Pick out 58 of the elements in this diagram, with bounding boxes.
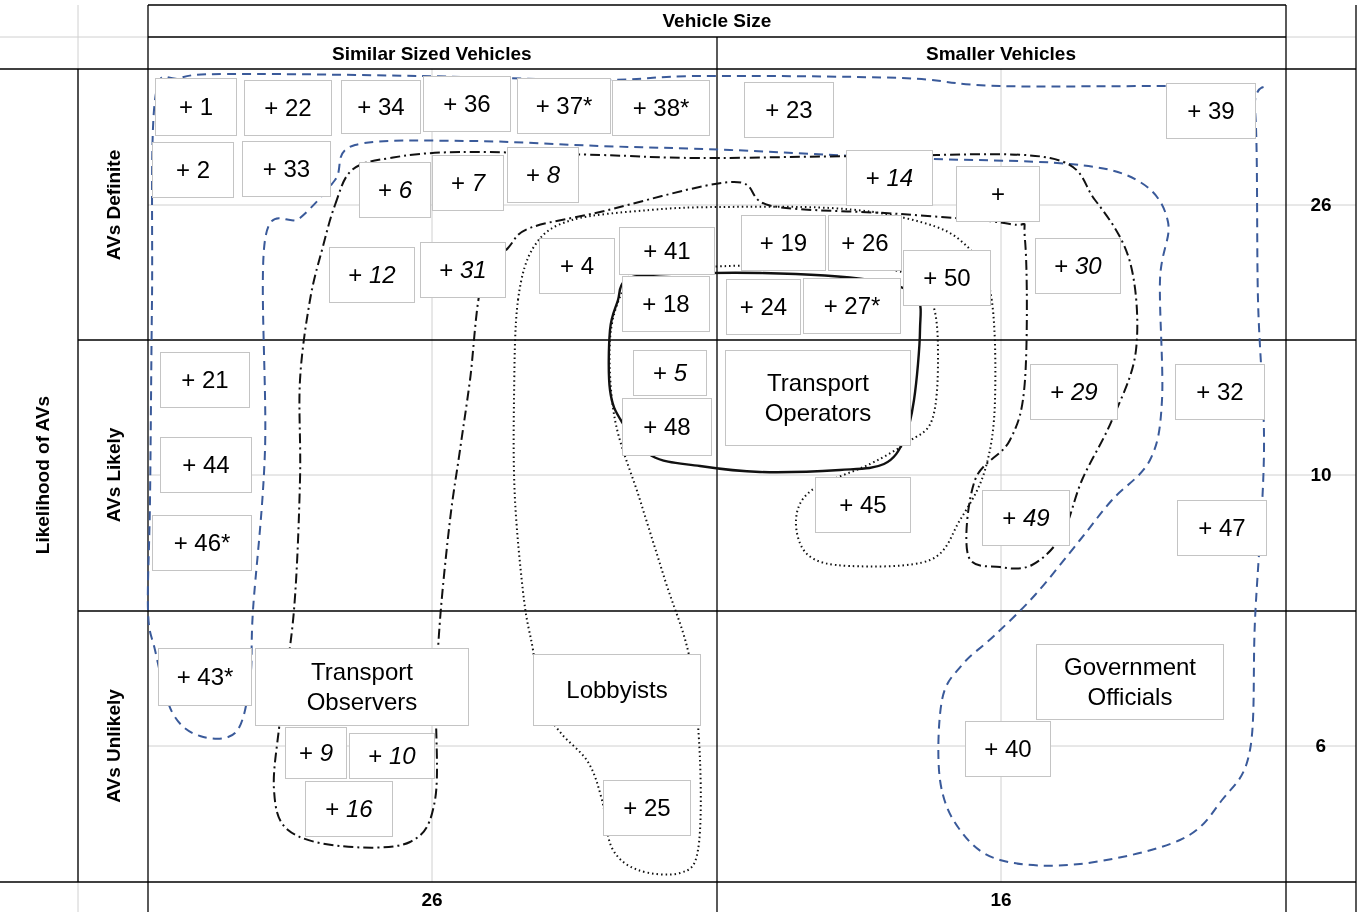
row-header: Likelihood of AVs bbox=[32, 395, 55, 555]
item-label: + 6 bbox=[359, 162, 431, 218]
item-label: + 36 bbox=[423, 76, 511, 132]
item-label: + 49 bbox=[982, 490, 1070, 546]
group-label: Lobbyists bbox=[533, 654, 701, 726]
column-header: Vehicle Size bbox=[662, 10, 772, 32]
item-label: + 48 bbox=[622, 398, 712, 456]
item-label: + 31 bbox=[420, 242, 506, 298]
column-total: 16 bbox=[990, 889, 1012, 911]
item-label: + 19 bbox=[741, 215, 826, 271]
row-header: AVs Likely bbox=[102, 427, 125, 523]
item-label: + 47 bbox=[1177, 500, 1267, 556]
item-label: + 27* bbox=[803, 278, 901, 334]
column-header: Smaller Vehicles bbox=[926, 43, 1076, 65]
group-label: Government Officials bbox=[1036, 644, 1224, 720]
column-header: Similar Sized Vehicles bbox=[332, 43, 532, 65]
item-label: + 21 bbox=[160, 352, 250, 408]
row-header: AVs Definite bbox=[102, 149, 125, 261]
item-label: + 40 bbox=[965, 721, 1051, 777]
item-label: + 50 bbox=[903, 250, 991, 306]
item-label: + 34 bbox=[341, 80, 421, 134]
item-label: + 43* bbox=[158, 648, 252, 706]
row-total: 26 bbox=[1310, 194, 1332, 216]
item-label: + 2 bbox=[152, 142, 234, 198]
item-label: + 8 bbox=[507, 147, 579, 203]
item-label: + 4 bbox=[539, 238, 615, 294]
item-label: + 32 bbox=[1175, 364, 1265, 420]
group-label: Transport Observers bbox=[255, 648, 469, 726]
item-label: + 9 bbox=[285, 727, 347, 779]
row-header: AVs Unlikely bbox=[102, 689, 125, 803]
item-label: + 12 bbox=[329, 247, 415, 303]
item-label: + 14 bbox=[846, 150, 933, 206]
item-label: + 38* bbox=[612, 80, 710, 136]
item-label: + 18 bbox=[622, 276, 710, 332]
item-label: + 25 bbox=[603, 780, 691, 836]
item-label: + 45 bbox=[815, 477, 911, 533]
item-label: + bbox=[956, 166, 1040, 222]
item-label: + 46* bbox=[152, 515, 252, 571]
row-total: 10 bbox=[1310, 464, 1332, 486]
row-total: 6 bbox=[1315, 735, 1327, 757]
item-label: + 7 bbox=[432, 155, 504, 211]
item-label: + 16 bbox=[305, 781, 393, 837]
item-label: + 30 bbox=[1035, 238, 1121, 294]
item-label: + 26 bbox=[828, 215, 902, 271]
group-label: Transport Operators bbox=[725, 350, 911, 446]
item-label: + 5 bbox=[633, 350, 707, 396]
item-label: + 23 bbox=[744, 82, 834, 138]
column-total: 26 bbox=[421, 889, 443, 911]
item-label: + 29 bbox=[1030, 364, 1118, 420]
item-label: + 39 bbox=[1166, 83, 1256, 139]
item-label: + 24 bbox=[726, 279, 801, 335]
item-label: + 37* bbox=[517, 78, 611, 134]
item-label: + 44 bbox=[160, 437, 252, 493]
item-label: + 22 bbox=[244, 80, 332, 136]
item-label: + 33 bbox=[242, 141, 331, 197]
item-label: + 1 bbox=[155, 78, 237, 136]
item-label: + 10 bbox=[349, 733, 435, 779]
item-label: + 41 bbox=[619, 227, 715, 275]
